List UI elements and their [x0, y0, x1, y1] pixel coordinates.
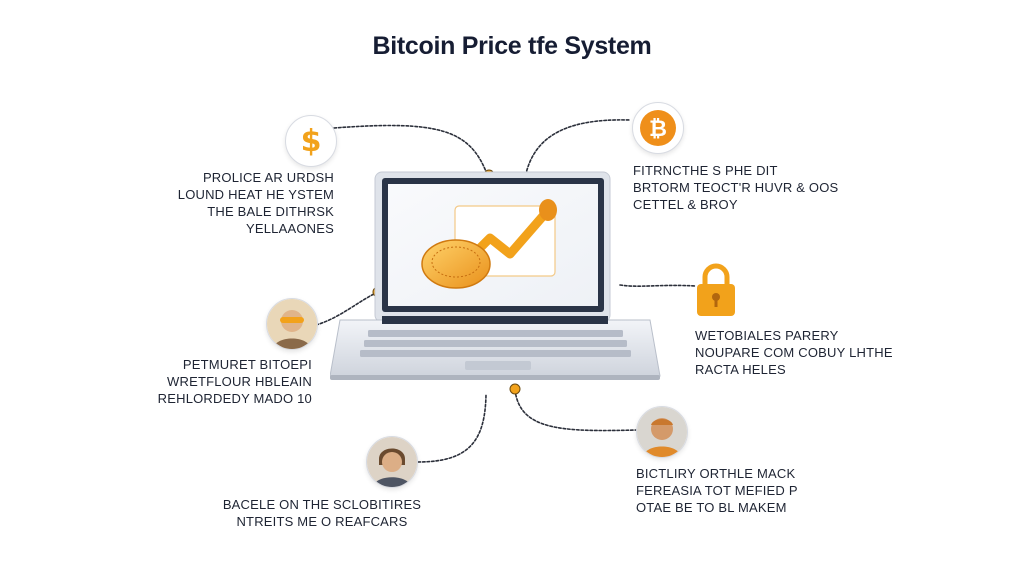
padlock-icon — [694, 262, 738, 318]
label-line: WRETFLOUR HBLEAIN — [167, 374, 312, 389]
label-line: CETTEL & BROY — [633, 197, 738, 212]
avatar-icon — [636, 406, 688, 458]
label-line: FITRNCTHE S PHE DIT — [633, 163, 778, 178]
label-line: PROLICE AR URDSH — [202, 170, 334, 185]
avatar-icon — [366, 436, 418, 488]
connector-lock — [619, 284, 697, 287]
bitcoin-coin-icon: ₿ — [632, 102, 684, 154]
diagram-title: Bitcoin Price tfe System — [372, 32, 652, 60]
person-bottom-node-label: BACELE ON THE SCLOBITIRES NTREITS ME O R… — [222, 496, 422, 530]
label-line: THE BALE DITHRSK — [207, 204, 334, 219]
label-line: BRTORM TEOCT'R HUVR & OOS — [633, 180, 839, 195]
connector-person-left — [315, 291, 379, 326]
connector-dot — [509, 383, 521, 395]
person-right-node-label: BICTLIRY ORTHLE MACK FEREASIA TOT MEFIED… — [636, 465, 798, 516]
dollar-node-label: PROLICE AR URDSH LOUND HEAT HE YSTEM THE… — [178, 169, 334, 237]
connector-person-right — [514, 389, 637, 432]
connector-dollar — [333, 124, 488, 175]
avatar-icon — [266, 298, 318, 350]
label-line: PETMURET BITOEPI — [182, 357, 312, 372]
svg-text:$: $ — [301, 124, 322, 159]
label-line: LOUND HEAT HE YSTEM — [177, 187, 334, 202]
lock-node-label: WETOBIALES PARERY NOUPARE COM COBUY LHTH… — [695, 327, 893, 378]
laptop-illustration — [330, 171, 661, 380]
label-line: YELLAAONES — [246, 221, 334, 236]
label-line: FEREASIA TOT MEFIED P — [636, 483, 798, 498]
label-line: BACELE ON THE SCLOBITIRES — [222, 497, 422, 512]
bitcoin-node-label: FITRNCTHE S PHE DIT BRTORM TEOCT'R HUVR … — [633, 162, 838, 213]
label-line: BICTLIRY ORTHLE MACK — [636, 466, 796, 481]
connector-person-bottom — [417, 394, 487, 463]
connector-bitcoin — [523, 119, 631, 185]
person-left-node-label: PETMURET BITOEPI WRETFLOUR HBLEAIN REHLO… — [158, 356, 312, 407]
label-line: NOUPARE COM COBUY LHTHE — [695, 345, 893, 360]
label-line: OTAE BE TO BL MAKEM — [636, 500, 787, 515]
dollar-coin-icon: $ — [285, 115, 337, 167]
label-line: NTREITS ME O REAFCARS — [236, 514, 408, 529]
svg-text:₿: ₿ — [649, 117, 667, 142]
label-line: RACTA HELES — [695, 362, 786, 377]
label-line: WETOBIALES PARERY — [695, 328, 839, 343]
label-line: REHLORDEDY MADO 10 — [157, 391, 312, 406]
